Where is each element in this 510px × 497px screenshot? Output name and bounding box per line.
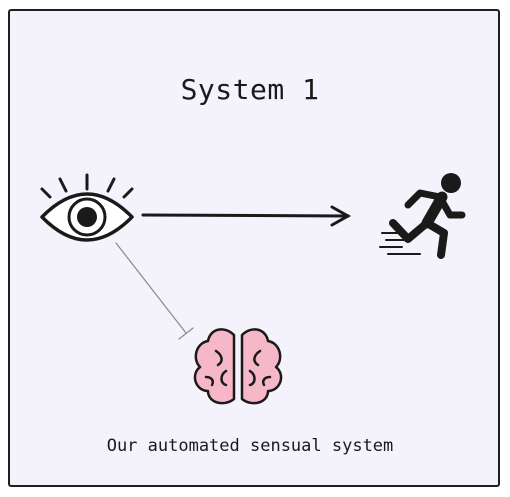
diagram-canvas <box>40 173 466 405</box>
diagram-caption: Our automated sensual system <box>106 436 394 456</box>
eye-to-brain-inhibition-line <box>115 242 194 340</box>
diagram-frame: System 1 <box>8 9 500 487</box>
running-person-icon <box>379 173 466 259</box>
eye-icon <box>40 173 134 242</box>
eye-to-action-arrow <box>141 205 352 227</box>
brain-icon <box>193 328 283 405</box>
diagram-title: System 1 <box>180 73 320 106</box>
